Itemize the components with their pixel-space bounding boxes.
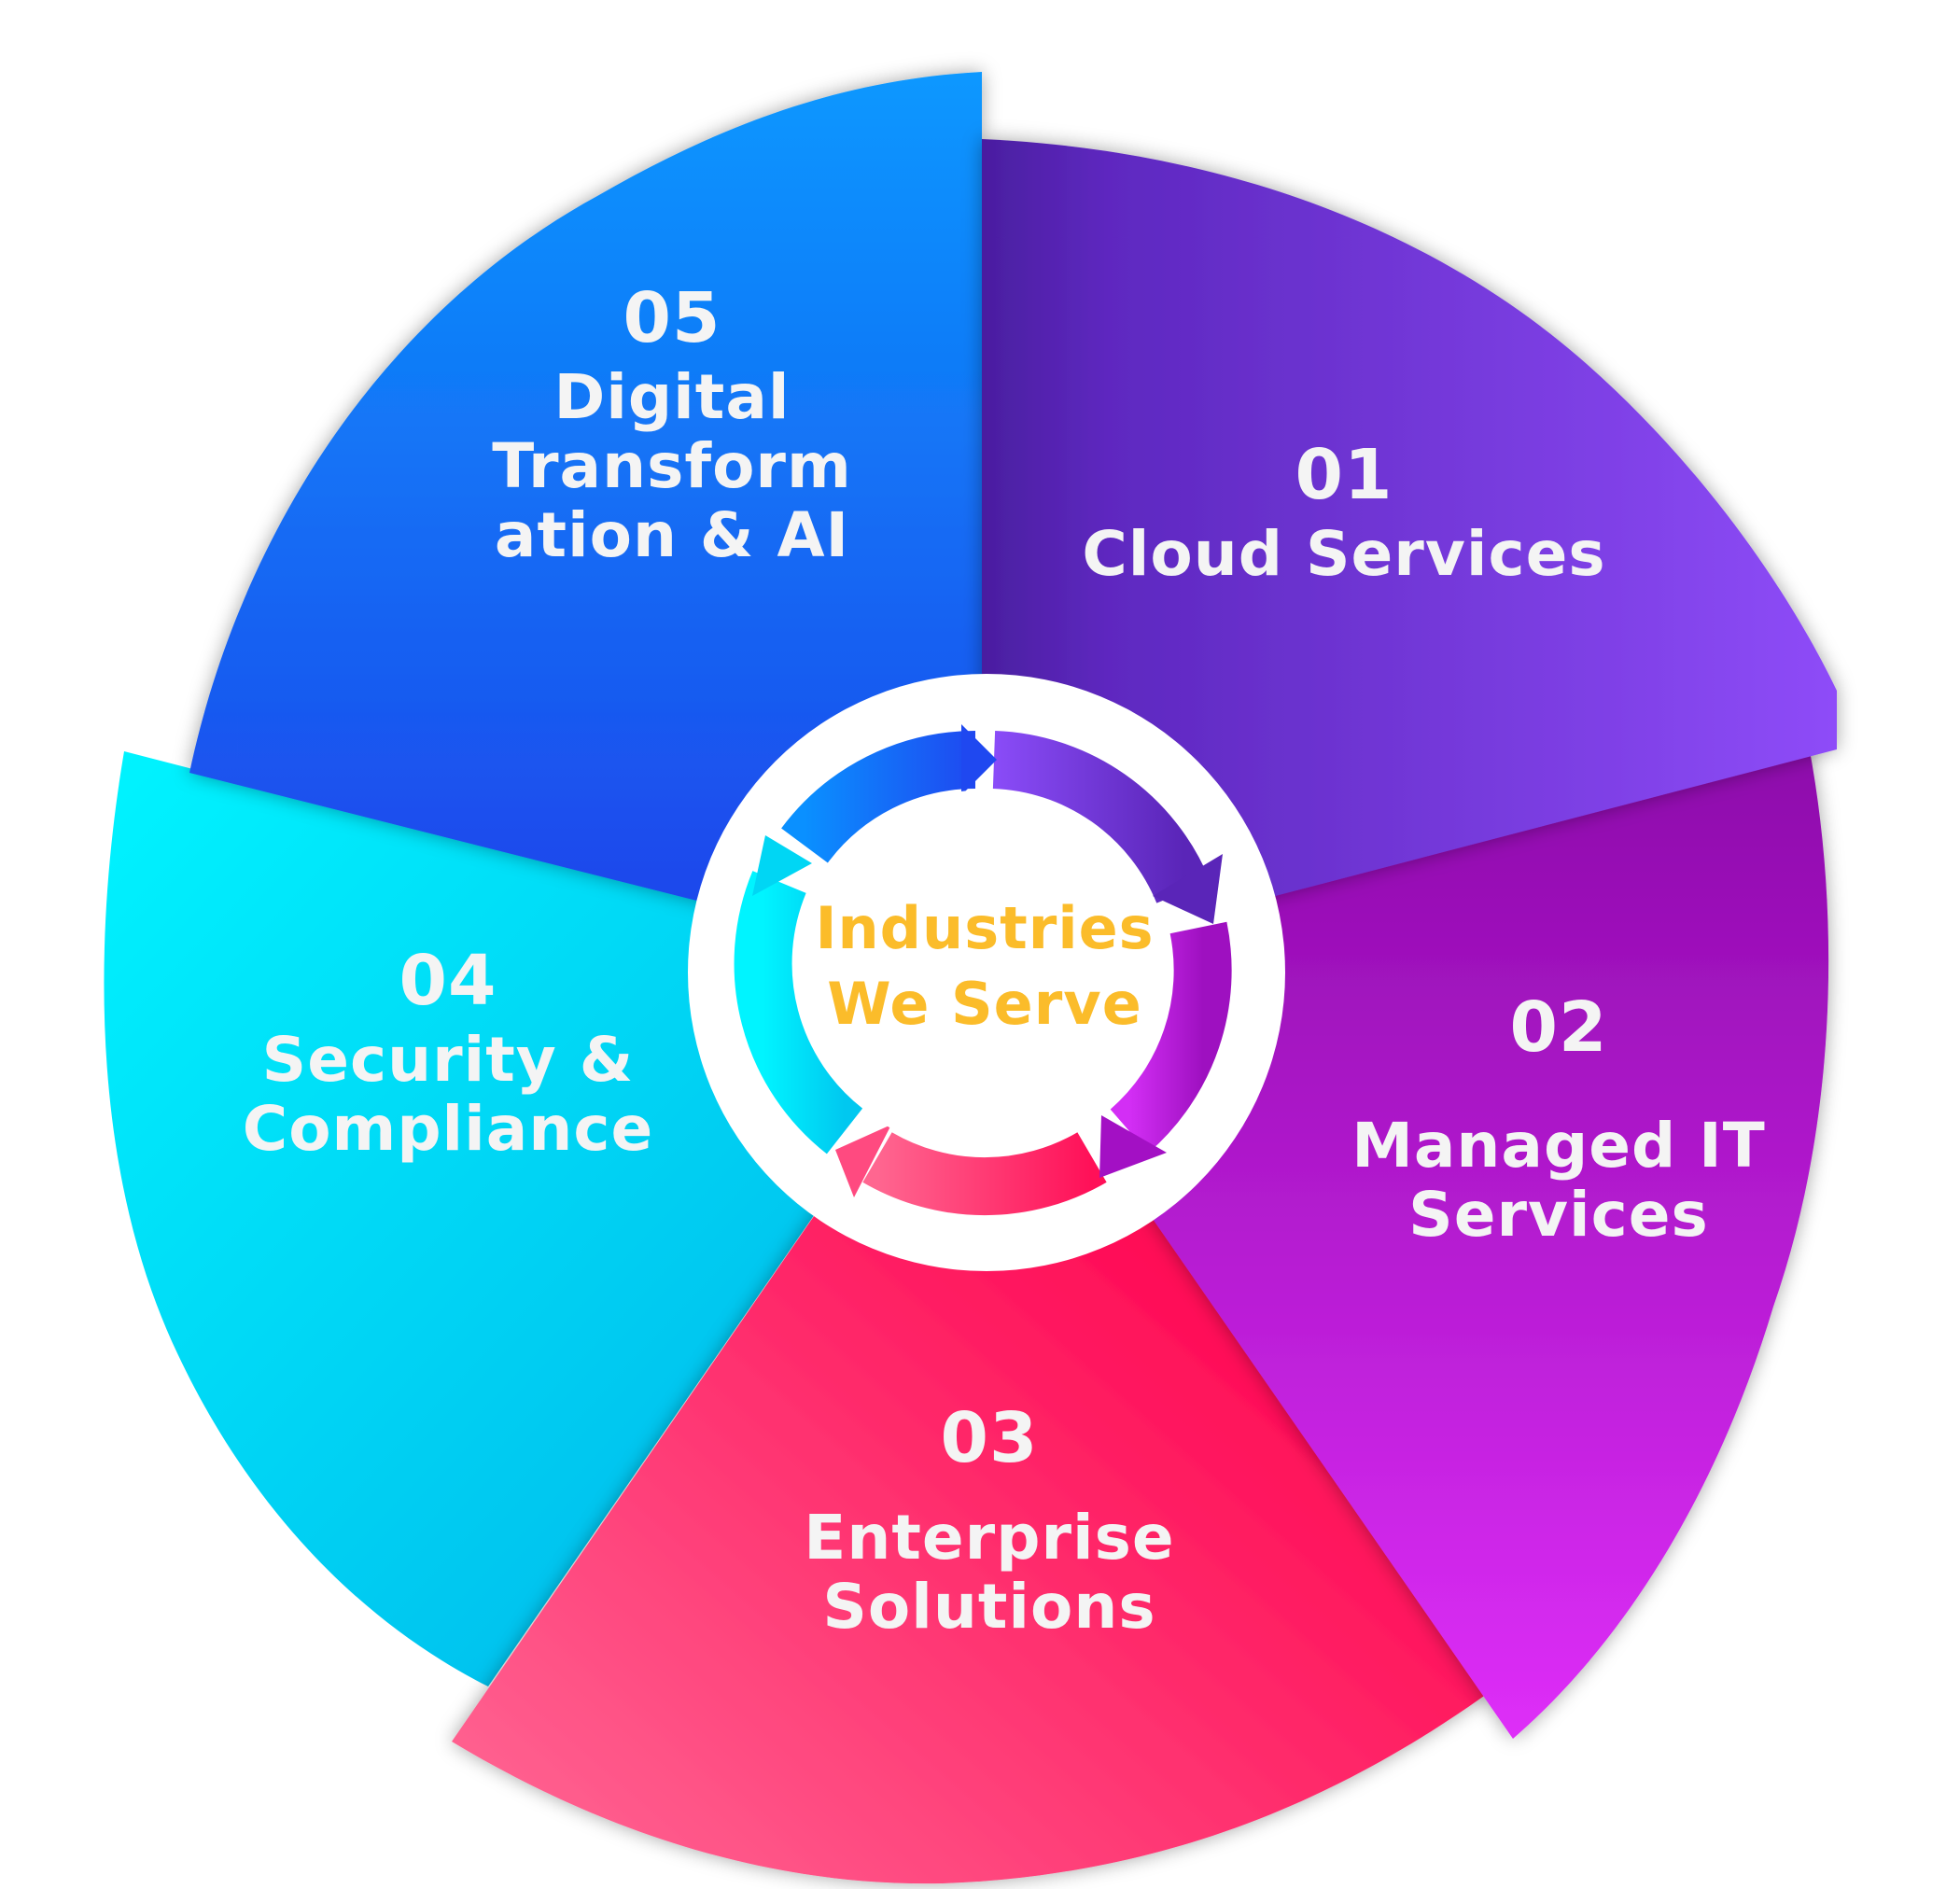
center-title-line1: Industries	[815, 894, 1155, 962]
segment-05-label: 05 Digital Transform ation & AI	[411, 280, 933, 570]
segment-01-title: Cloud Services	[1082, 517, 1606, 590]
center-title: Industries We Serve	[789, 891, 1181, 1042]
segment-05-wedge[interactable]	[189, 72, 982, 972]
segment-04-number: 04	[399, 941, 497, 1021]
segment-04-title-line2: Compliance	[242, 1092, 654, 1165]
segment-04-title-line1: Security &	[261, 1023, 635, 1096]
segment-03-label: 03 Enterprise Solutions	[737, 1400, 1241, 1642]
segment-03-wedge[interactable]	[452, 972, 1493, 1884]
arrow-head-05	[961, 724, 997, 795]
arrow-02	[1110, 921, 1232, 1154]
segment-02-title-line1: Managed IT	[1351, 1109, 1766, 1182]
segment-05-number: 05	[623, 278, 721, 358]
segment-01-number: 01	[1295, 435, 1393, 515]
center-title-line2: We Serve	[827, 969, 1142, 1038]
arrow-01	[992, 731, 1211, 904]
arrow-03	[862, 1131, 1107, 1216]
arrow-head-04	[752, 835, 812, 896]
segment-05-title-line1: Digital	[553, 360, 791, 433]
arrow-heads	[752, 724, 1223, 1197]
segment-02-title-line2: Services	[1408, 1178, 1709, 1251]
segment-02-number: 02	[1509, 987, 1608, 1068]
arrow-04	[734, 871, 863, 1154]
center-ring-band	[719, 705, 1254, 1240]
segment-03-title-line1: Enterprise	[804, 1501, 1175, 1574]
segment-05-title-line2: Transform	[492, 429, 852, 502]
arrow-05	[781, 731, 976, 864]
arrow-head-03	[835, 1125, 891, 1197]
center-disc	[804, 790, 1169, 1155]
cycle-arrows	[734, 731, 1232, 1216]
segment-03-title-line2: Solutions	[822, 1570, 1156, 1643]
arrow-head-01	[1153, 854, 1223, 924]
segment-03-number: 03	[940, 1398, 1039, 1478]
segment-01-label: 01 Cloud Services	[1045, 437, 1643, 589]
segment-05-title-line3: ation & AI	[494, 498, 850, 571]
arrow-head-02	[1099, 1115, 1167, 1178]
segment-02-label: 02 Managed IT Services	[1307, 989, 1811, 1250]
segment-04-label: 04 Security & Compliance	[187, 943, 709, 1164]
